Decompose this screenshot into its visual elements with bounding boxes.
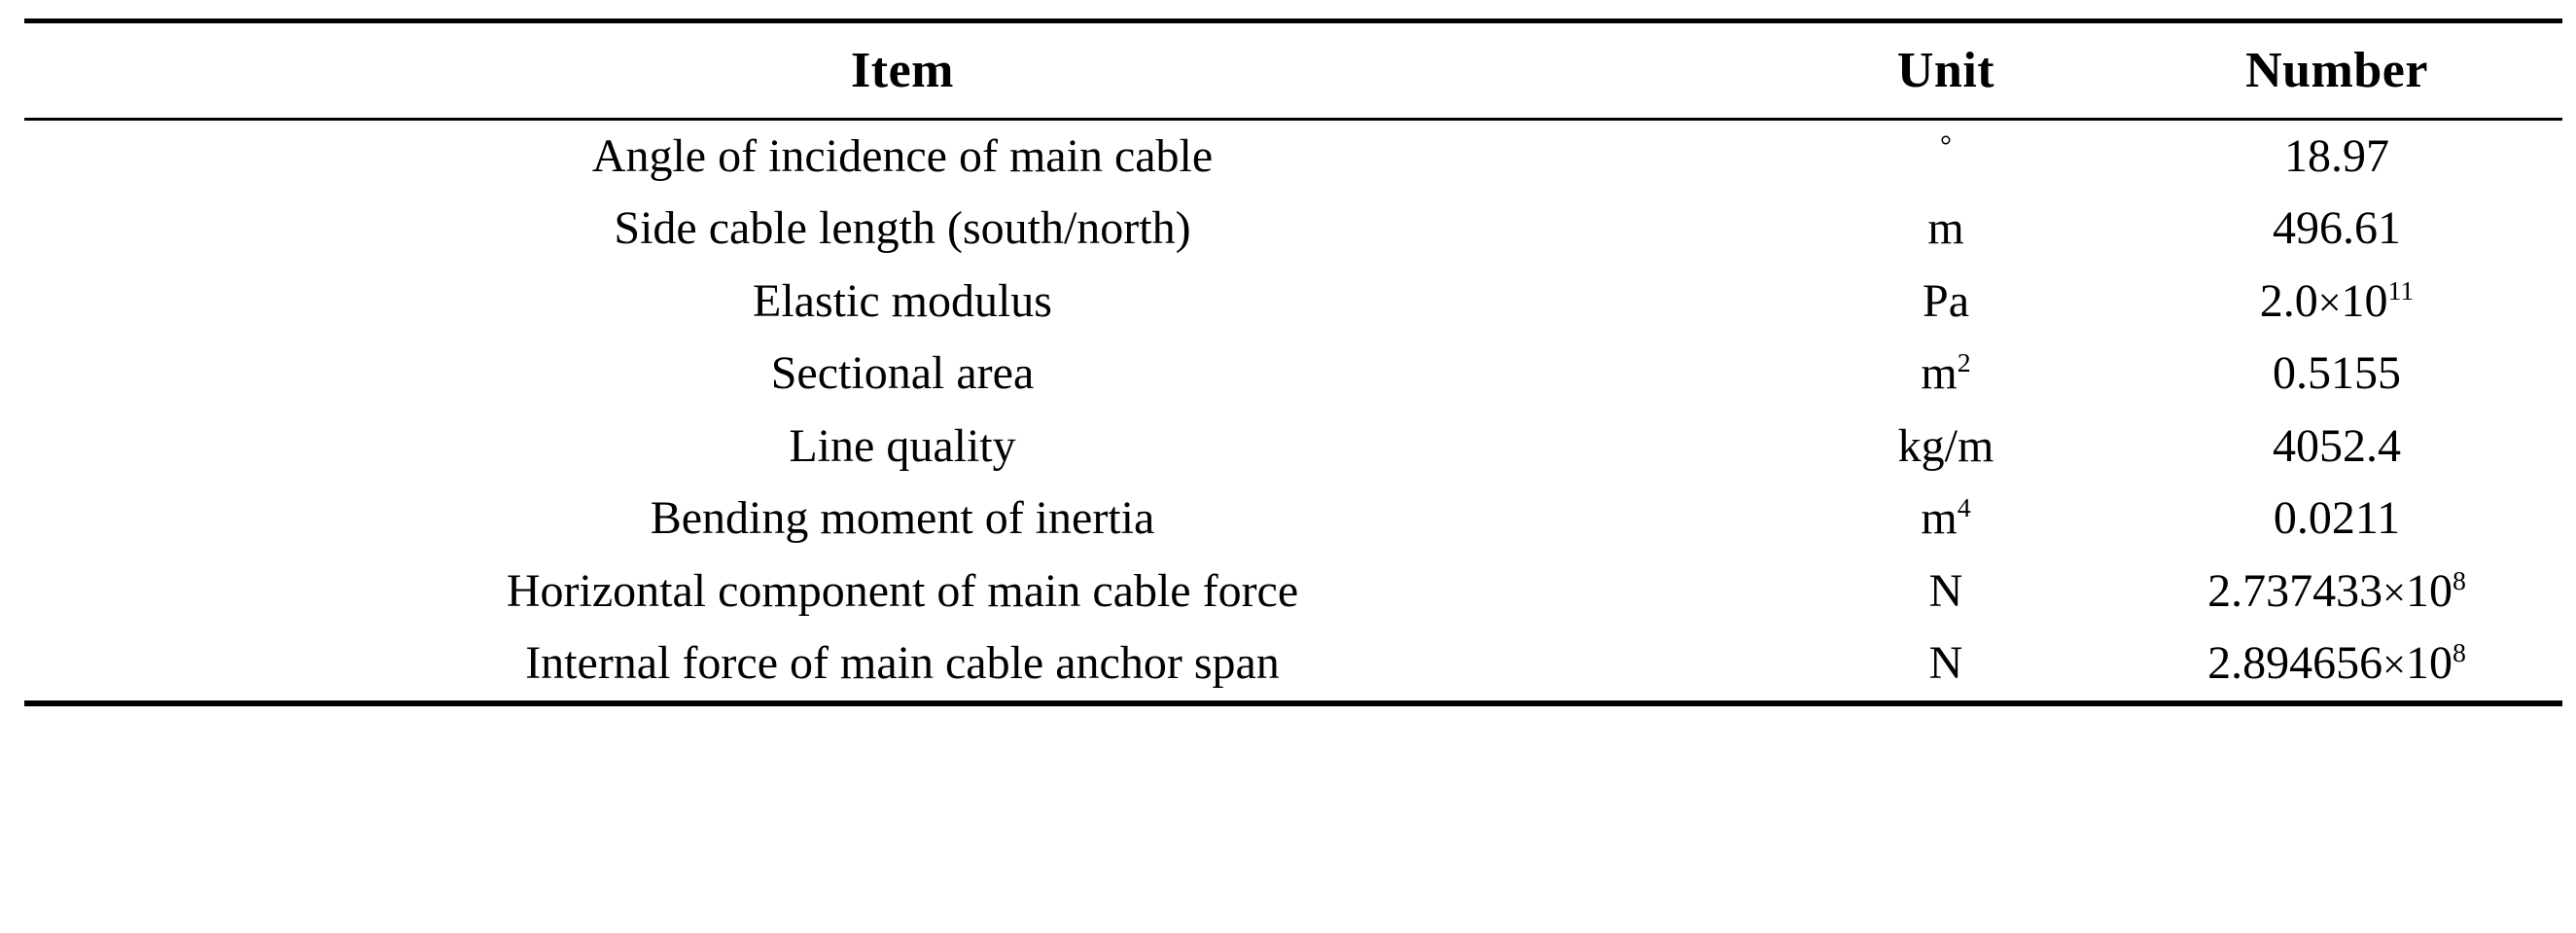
cell-unit: m [1927,202,1964,255]
cell-item: Elastic modulus [753,274,1052,327]
number-exponent: 11 [2387,275,2415,306]
cell-item: Line quality [789,419,1016,472]
table-row: Bending moment of inertia m4 0.0211 [24,483,2562,556]
table-row: Angle of incidence of main cable ° 18.97 [24,119,2562,193]
cell-number: 2.0×1011 [2111,266,2562,339]
cell-unit: Pa [1923,274,1969,327]
multiplication-symbol: × [2382,569,2406,616]
cell-item: Internal force of main cable anchor span [24,628,1781,706]
column-header-number: Number [2111,18,2562,121]
table-header: Item Unit Number [24,18,2562,121]
cell-unit: ° [1781,119,2111,193]
cell-item: Bending moment of inertia [650,492,1155,545]
number-base: 10 [2405,564,2452,617]
cell-unit: N [1928,564,1963,617]
unit-exponent: 2 [1957,348,1971,379]
number-mantissa: 2.0 [2259,274,2318,327]
multiplication-symbol: × [2317,279,2342,326]
number-exponent: 8 [2452,638,2466,669]
table-row: Side cable length (south/north) m 496.61 [24,193,2562,266]
cell-unit: N [1781,628,2111,706]
cell-number: 496.61 [2273,202,2401,255]
column-header-item: Item [24,18,1781,121]
cell-number: 18.97 [2284,129,2389,182]
table-header-row: Item Unit Number [24,18,2562,121]
table-row: Horizontal component of main cable force… [24,556,2562,628]
parameter-table-container: Item Unit Number Angle of incidence of m… [24,18,2562,706]
number-exponent: 8 [2452,565,2466,596]
table-row: Line quality kg/m 4052.4 [24,411,2562,484]
number-base: 10 [2341,274,2388,327]
unit-base: m [1921,492,1958,545]
degree-symbol: ° [1940,129,1952,162]
cell-unit: kg/m [1897,419,1994,472]
cell-number: 2.894656×108 [2111,628,2562,706]
cell-unit: m4 [1781,483,2111,556]
table-row: Internal force of main cable anchor span… [24,628,2562,706]
unit-exponent: 4 [1957,493,1971,524]
table-row: Elastic modulus Pa 2.0×1011 [24,266,2562,339]
cell-unit: m2 [1781,338,2111,411]
parameter-table: Item Unit Number Angle of incidence of m… [24,18,2562,706]
cell-item: Sectional area [770,347,1035,400]
column-header-unit: Unit [1781,18,2111,121]
multiplication-symbol: × [2382,642,2406,689]
cell-item: Angle of incidence of main cable [591,129,1214,182]
table-row: Sectional area m2 0.5155 [24,338,2562,411]
number-mantissa: 2.737433 [2207,564,2383,617]
number-mantissa: 2.894656 [2207,637,2383,690]
number-base: 10 [2405,637,2452,690]
cell-item: Side cable length (south/north) [614,202,1191,255]
cell-number: 0.0211 [2273,492,2401,545]
unit-base: m [1921,347,1958,400]
cell-number: 2.737433×108 [2111,556,2562,628]
cell-number: 4052.4 [2273,419,2401,472]
cell-number: 0.5155 [2273,347,2401,400]
cell-item: Horizontal component of main cable force [506,564,1299,617]
